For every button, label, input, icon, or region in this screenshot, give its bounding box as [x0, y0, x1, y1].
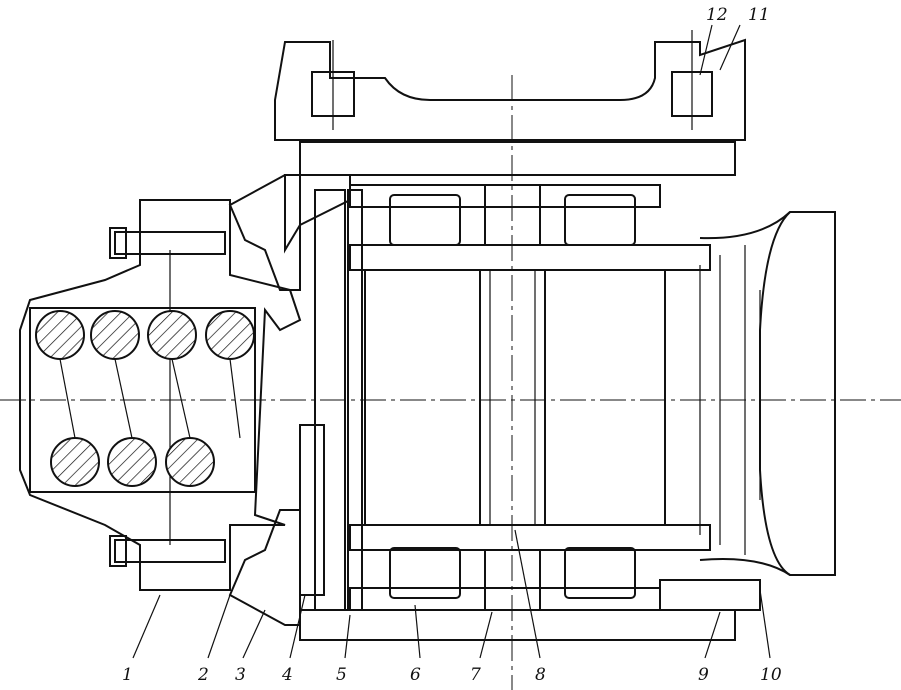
callout-9: 9	[698, 665, 709, 685]
housing-shell-top	[284, 141, 736, 254]
callout-8: 8	[535, 665, 546, 685]
callout-5: 5	[336, 665, 347, 685]
callout-7: 7	[470, 665, 481, 685]
callout-6: 6	[410, 665, 421, 685]
lower-roller-bearings	[349, 524, 711, 611]
callout-4: 4	[281, 665, 293, 685]
callout-2: 2	[197, 665, 209, 685]
callout-labels: 1 2 3 4 5 6 7 8 9 10 11 12	[122, 5, 782, 685]
callout-3: 3	[235, 665, 246, 685]
spring-housing	[19, 199, 302, 591]
leader-lines	[132, 24, 771, 659]
fastening-bolts	[109, 227, 226, 567]
inner-sleeve	[364, 245, 746, 555]
callout-11: 11	[748, 5, 770, 25]
callout-1: 1	[122, 665, 133, 685]
coil-spring	[35, 310, 255, 487]
top-jaw-bracket	[274, 30, 746, 141]
callout-10: 10	[760, 665, 782, 685]
callout-12: 12	[706, 5, 728, 25]
upper-roller-bearings	[349, 184, 711, 271]
axle-journal	[699, 211, 836, 576]
